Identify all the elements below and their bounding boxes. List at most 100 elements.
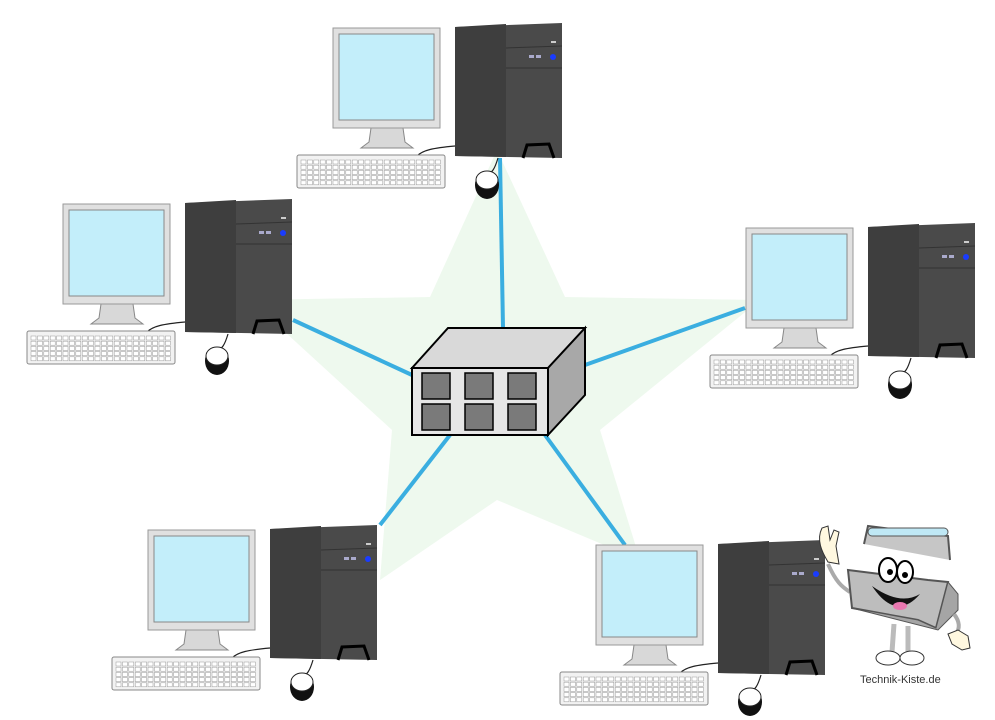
- key: [166, 661, 173, 667]
- tower-side: [455, 24, 506, 157]
- key: [848, 370, 854, 375]
- key: [75, 351, 82, 356]
- key: [107, 340, 114, 346]
- key: [758, 370, 765, 375]
- mouse: [205, 346, 229, 375]
- key: [678, 681, 685, 687]
- key: [713, 370, 720, 375]
- key: [678, 697, 685, 703]
- key: [364, 180, 371, 186]
- key: [230, 682, 237, 688]
- key: [563, 697, 570, 703]
- key: [88, 346, 94, 351]
- key: [358, 175, 364, 180]
- monitor: [62, 203, 171, 325]
- key: [666, 697, 672, 703]
- key: [646, 681, 653, 687]
- switch-port: [464, 372, 494, 400]
- key: [69, 340, 75, 346]
- monitor-screen: [601, 550, 698, 638]
- key: [126, 356, 133, 362]
- key: [237, 661, 243, 667]
- key: [739, 359, 745, 365]
- key: [313, 170, 320, 175]
- key: [672, 692, 679, 697]
- key: [764, 359, 771, 365]
- network-switch: [409, 325, 588, 438]
- key: [602, 697, 608, 703]
- key: [371, 159, 377, 165]
- key: [685, 697, 691, 703]
- key: [377, 164, 384, 170]
- key: [134, 666, 141, 672]
- key: [403, 170, 409, 175]
- network-link: [543, 433, 627, 547]
- key: [126, 351, 133, 356]
- key: [160, 677, 167, 682]
- key: [179, 661, 186, 667]
- key: [608, 687, 615, 692]
- key: [126, 335, 133, 341]
- key: [627, 676, 634, 682]
- key: [141, 666, 147, 672]
- key: [218, 682, 224, 688]
- tower: [185, 199, 293, 335]
- key: [319, 175, 326, 180]
- key: [383, 175, 390, 180]
- key: [128, 677, 135, 682]
- key: [101, 356, 107, 362]
- mouse: [888, 370, 912, 399]
- key: [358, 180, 364, 186]
- key: [582, 681, 589, 687]
- key: [739, 364, 745, 370]
- key: [720, 370, 726, 375]
- key: [37, 356, 43, 362]
- key: [602, 692, 608, 697]
- key: [351, 180, 358, 186]
- key: [409, 164, 416, 170]
- key: [422, 159, 428, 165]
- tower-side: [868, 224, 919, 357]
- key: [141, 677, 147, 682]
- key: [653, 692, 659, 697]
- key: [835, 375, 841, 380]
- key: [634, 687, 640, 692]
- key: [358, 159, 364, 165]
- key: [173, 661, 179, 667]
- key: [145, 351, 152, 356]
- key: [732, 364, 739, 370]
- keyboard: [559, 671, 709, 706]
- key: [435, 164, 441, 170]
- key: [640, 692, 647, 697]
- key: [364, 175, 371, 180]
- key: [307, 170, 313, 175]
- key: [107, 351, 114, 356]
- key: [608, 676, 615, 682]
- key: [383, 170, 390, 175]
- key: [640, 687, 647, 692]
- key: [145, 335, 152, 341]
- key: [49, 335, 56, 341]
- key: [351, 170, 358, 175]
- network-links: [292, 157, 746, 547]
- key: [739, 375, 745, 380]
- key: [816, 375, 822, 380]
- key: [796, 370, 803, 375]
- key: [720, 364, 726, 370]
- usb-port: [351, 557, 356, 560]
- key: [113, 346, 120, 351]
- mouse-top: [475, 170, 499, 190]
- key: [313, 164, 320, 170]
- power-button-icon: [365, 556, 371, 562]
- key: [166, 672, 173, 677]
- key: [113, 356, 120, 362]
- key: [120, 335, 126, 341]
- switch-port: [421, 403, 451, 431]
- key: [777, 370, 784, 375]
- key: [358, 170, 364, 175]
- switch-port: [507, 372, 537, 400]
- key: [646, 697, 653, 703]
- key: [383, 164, 390, 170]
- key: [205, 682, 211, 688]
